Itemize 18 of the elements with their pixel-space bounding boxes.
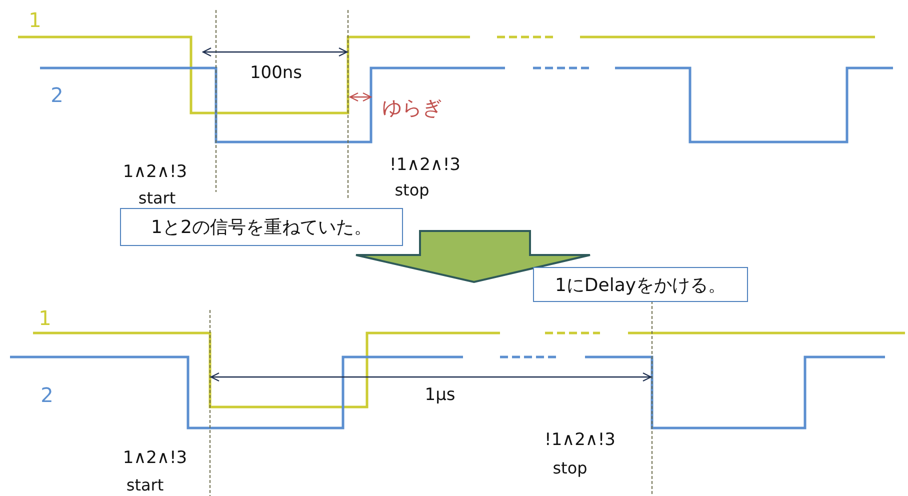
jitter-label: ゆらぎ <box>382 94 442 122</box>
logic-condition: 1∧2∧!3 <box>122 162 188 182</box>
note-box: 1と2の信号を重ねていた。 <box>120 208 403 246</box>
note-box: 1にDelayをかける。 <box>533 267 748 302</box>
block-arrow <box>355 230 591 284</box>
logic-condition: !1∧2∧!3 <box>544 430 616 450</box>
timing-label: 100ns <box>250 63 302 83</box>
event-label: start <box>138 188 176 208</box>
logic-condition: !1∧2∧!3 <box>390 155 460 175</box>
event-label: stop <box>394 180 430 200</box>
timing-label: 1µs <box>424 385 456 405</box>
signal-label: 1 <box>38 306 52 330</box>
signal-label: 1 <box>28 8 42 32</box>
event-label: start <box>126 476 164 494</box>
signal-label: 2 <box>40 383 54 407</box>
signal-label: 2 <box>50 83 64 107</box>
logic-condition: 1∧2∧!3 <box>122 448 188 468</box>
event-label: stop <box>552 458 588 478</box>
